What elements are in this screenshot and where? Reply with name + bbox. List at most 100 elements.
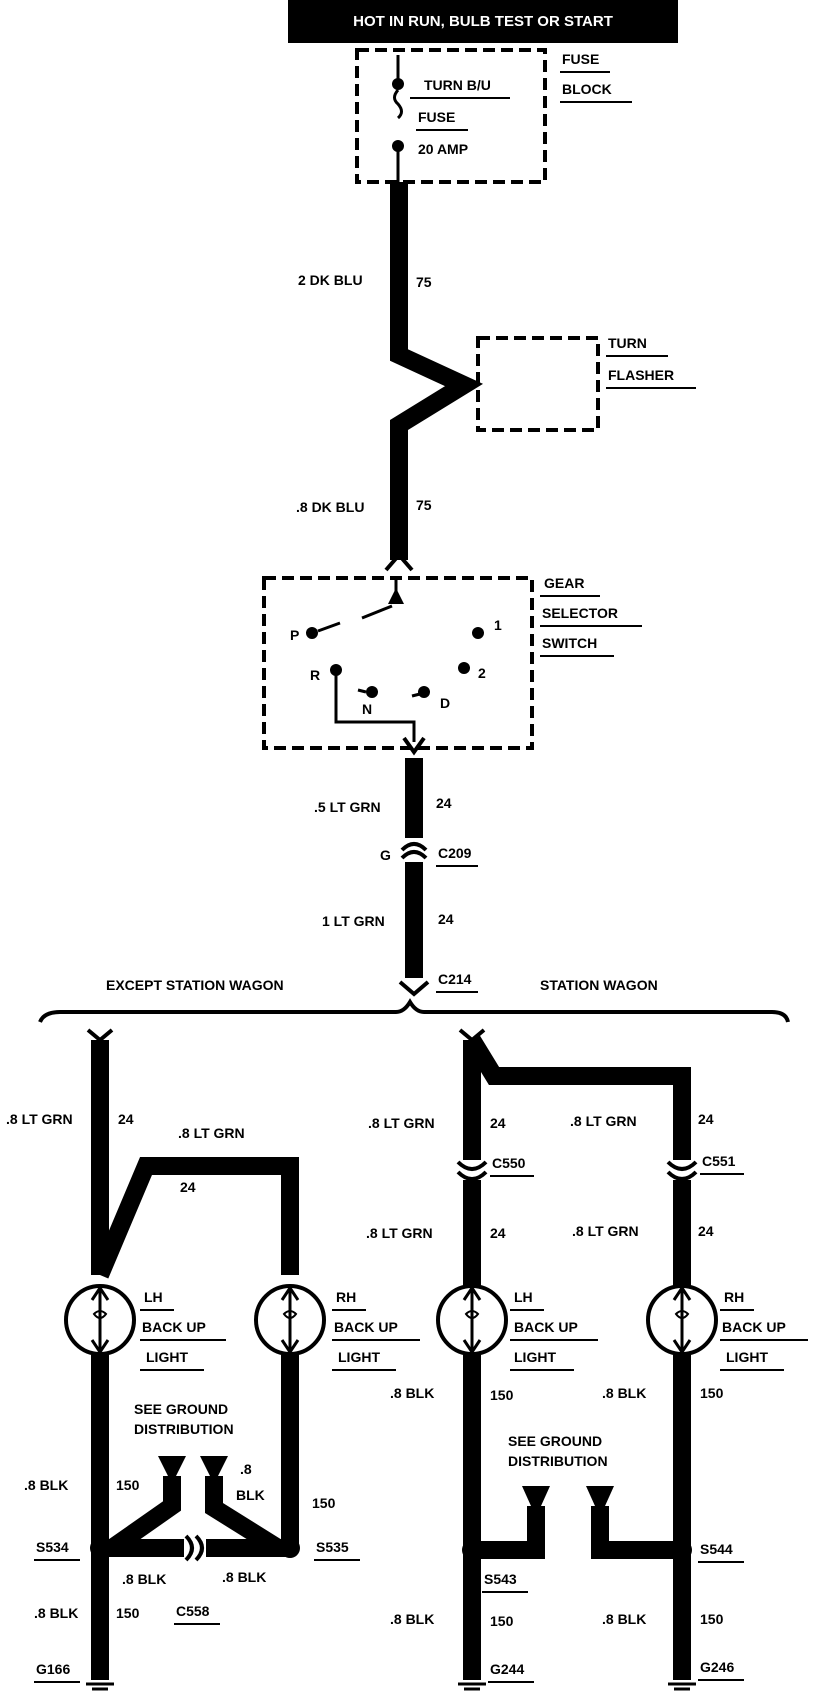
ground-distribution-icon-c [522,1486,550,1506]
wire-c209-out-size-color: 1 LT GRN [322,913,385,929]
except-rh-blk-size: .8 [240,1461,252,1477]
c551-label: C551 [702,1153,736,1169]
see-ground-1-line1: SEE GROUND [134,1401,228,1417]
except-lh-wire-size-color: .8 LT GRN [6,1111,73,1127]
wagon-lh-gnd-size-color: .8 BLK [390,1611,434,1627]
gear-selector-label-2: SELECTOR [542,605,618,621]
contact-r [330,664,342,676]
ground-distribution-icon-a [158,1456,186,1476]
pos-p: P [290,627,299,643]
fuse-rating: 20 AMP [418,141,468,157]
wagon-rh-top-circuit: 24 [698,1111,714,1127]
splice-s543 [462,1540,482,1560]
wire-24-to-rh [91,1157,299,1279]
wagon-lh-top-circuit: 24 [490,1115,506,1131]
except-lh-blk-size-color: .8 BLK [24,1477,68,1493]
ground-g246-icon [668,1682,696,1691]
connector-c558-icon [184,1534,204,1562]
switch-input-arrow [384,551,414,572]
wire-flasher-out-circuit: 75 [416,497,432,513]
wagon-rh-light-3: LIGHT [726,1349,768,1365]
c209-pin: G [380,847,391,863]
except-rh-wire-circuit: 24 [180,1179,196,1195]
contact-d [418,686,430,698]
fuse-block: TURN B/U FUSE 20 AMP [355,48,547,184]
s535-label: S535 [316,1539,349,1555]
wagon-rh-mid-circuit: 24 [698,1223,714,1239]
wire-75-dk-blu [390,182,484,560]
fuse-element-icon [393,89,403,120]
wagon-rh-top-size-color: .8 LT GRN [570,1113,637,1129]
wagon-lh-gnd-circuit: 150 [490,1613,514,1629]
splice-s535 [280,1538,300,1558]
wagon-lh-mid-circuit: 24 [490,1225,506,1241]
wagon-ground-left [472,1506,545,1559]
except-lh-wire-circuit: 24 [118,1111,134,1127]
except-rh-light-2: BACK UP [334,1319,398,1335]
ground-distribution-icon-d [586,1486,614,1506]
g244-label: G244 [490,1661,524,1677]
g166-label: G166 [36,1661,70,1677]
except-lh-light-2: BACK UP [142,1319,206,1335]
except-rh-wire-size-color: .8 LT GRN [178,1125,245,1141]
g246-label: G246 [700,1659,734,1675]
reverse-contact-path [334,674,416,742]
except-rh-light-3: LIGHT [338,1349,380,1365]
except-rh-blk-color: BLK [236,1487,265,1503]
see-ground-2-line2: DISTRIBUTION [508,1453,608,1469]
see-ground-1-line2: DISTRIBUTION [134,1421,234,1437]
fuse-block-label-1: FUSE [562,51,599,67]
except-ground-wires [106,1476,283,1556]
pos-n: N [362,701,372,717]
wagon-rh-blk-circuit: 150 [700,1385,724,1401]
connector-c550-icon [456,1160,488,1181]
c209-name: C209 [438,845,472,861]
fuse-word: FUSE [418,109,455,125]
wagon-rh-blk-size-color: .8 BLK [602,1385,646,1401]
wagon-rh-light-1: RH [724,1289,744,1305]
wire-flasher-out-size-color: .8 DK BLU [296,499,364,515]
gear-selector-label-3: SWITCH [542,635,597,651]
connector-c551-icon [666,1160,698,1181]
ground-g166-icon [86,1682,114,1691]
except-gnd-circuit: 150 [116,1605,140,1621]
pos-r: R [310,667,320,683]
turn-flasher [476,336,600,432]
turn-flasher-label-1: TURN [608,335,647,351]
splice-s534 [90,1538,110,1558]
except-rh-blk-circuit: 150 [312,1495,336,1511]
gear-selector-label-1: GEAR [544,575,584,591]
wire-c209-out-circuit: 24 [438,911,454,927]
station-wagon-section: .8 LT GRN 24 .8 LT GRN 24 C550 C551 .8 L… [366,1028,808,1691]
connector-c209-icon [400,842,428,852]
ground-distribution-icon-b [200,1456,228,1476]
switch-output-arrow-icon [402,736,426,756]
ground-g244-icon [458,1682,486,1691]
branch-station-wagon: STATION WAGON [540,977,658,993]
wagon-rh-gnd-circuit: 150 [700,1611,724,1627]
wire-switch-out-size-color: .5 LT GRN [314,799,381,815]
fuse-terminal-top [392,78,404,90]
header-bar [288,0,678,43]
wire-switch-out-circuit: 24 [436,795,452,811]
wagon-rh-light-2: BACK UP [722,1319,786,1335]
connector-c214-icon [398,980,430,997]
wagon-ground-right [591,1506,682,1559]
header-title: HOT IN RUN, BULB TEST OR START [353,13,613,30]
wagon-rh-gnd-size-color: .8 BLK [602,1611,646,1627]
contact-2 [458,662,470,674]
contact-p [306,627,318,639]
except-lh-light-1: LH [144,1289,163,1305]
wagon-lh-light-3: LIGHT [514,1349,556,1365]
c214-name: C214 [438,971,472,987]
wagon-lh-light-1: LH [514,1289,533,1305]
except-gnd-size-color: .8 BLK [34,1605,78,1621]
c550-label: C550 [492,1155,526,1171]
except-rh-light-1: RH [336,1289,356,1305]
pos-2: 2 [478,665,486,681]
branch-brace [38,998,790,1023]
contact-n [366,686,378,698]
wagon-lh-blk-size-color: .8 BLK [390,1385,434,1401]
wire-top-size-color: 2 DK BLU [298,272,363,288]
